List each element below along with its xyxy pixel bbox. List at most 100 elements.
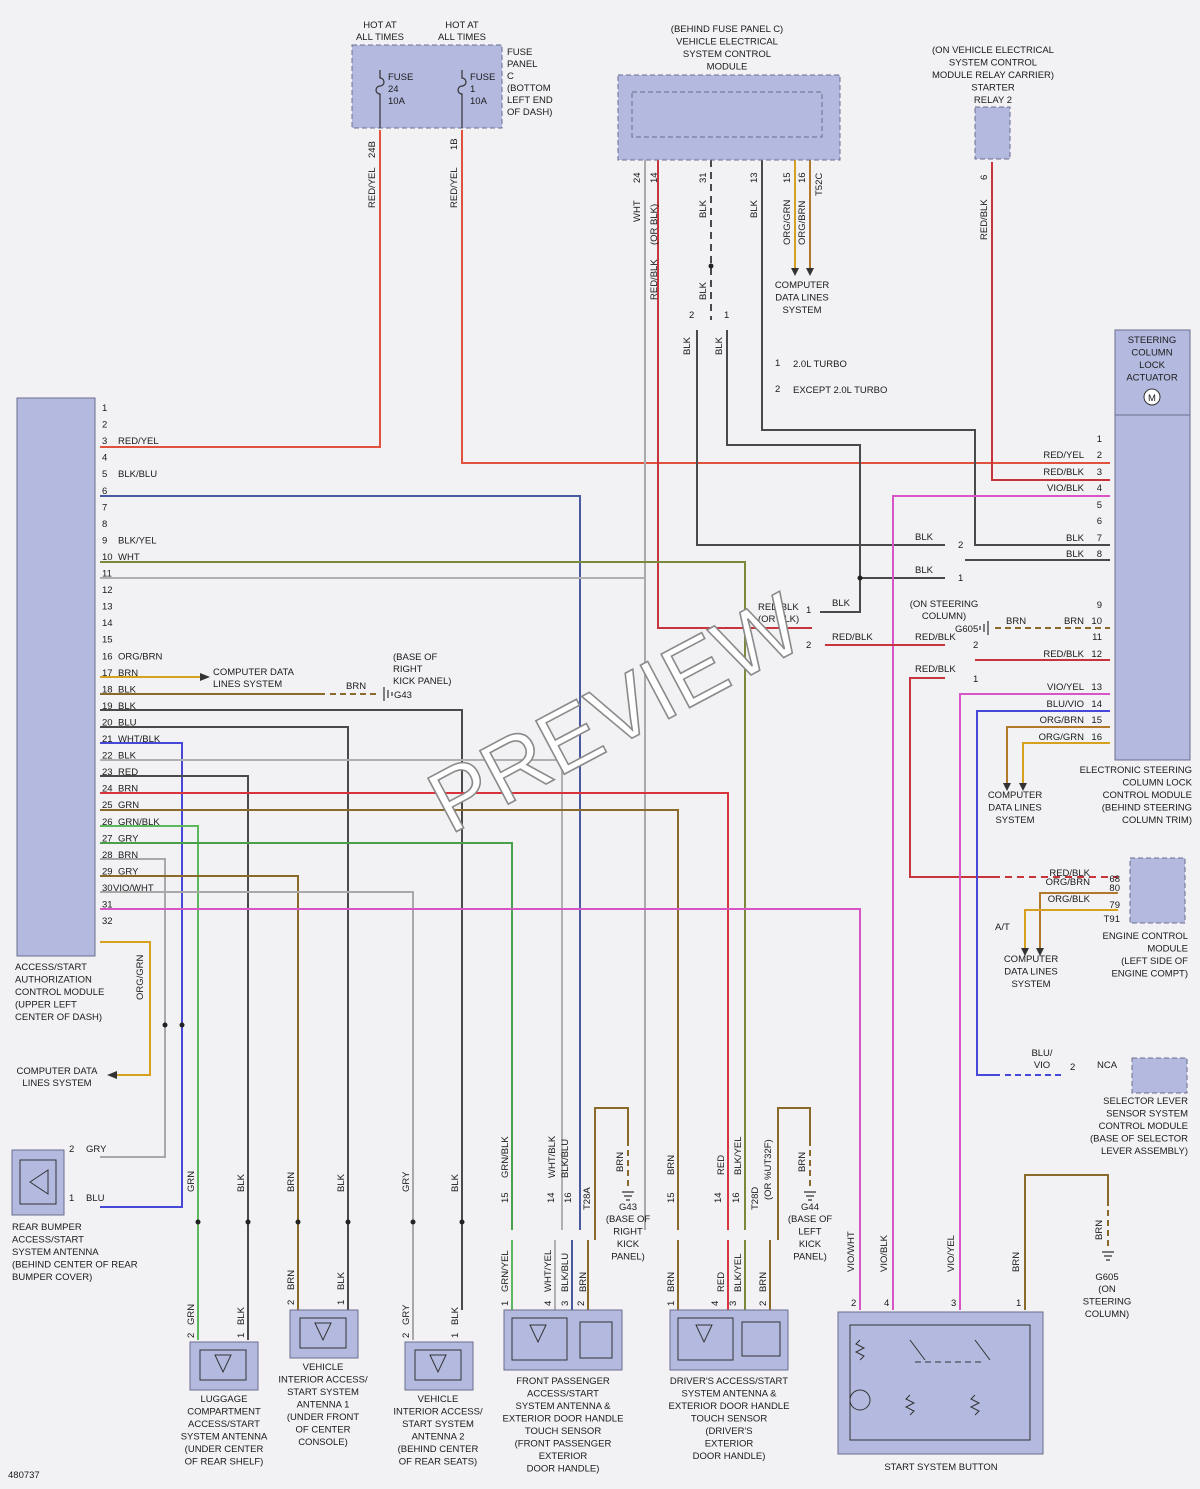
antenna2-label: START SYSTEM	[402, 1419, 474, 1430]
pin-label: 29	[102, 866, 113, 877]
wire-label: RED	[716, 1272, 727, 1292]
wire-label: ORG/GRN	[135, 954, 146, 1000]
wire-label: VIO/YEL	[946, 1235, 957, 1272]
wire-red-yel-24b	[100, 130, 381, 448]
wire-label: BLU	[86, 1193, 105, 1204]
pin-label: 1	[1016, 1298, 1021, 1309]
wire-label: BLK	[832, 598, 851, 609]
driver-label: (DRIVER'S	[705, 1426, 752, 1437]
wire-label: BLK	[698, 199, 709, 218]
wire-label: ORG/BRN	[118, 651, 162, 662]
wire-label: RED/YEL	[449, 167, 460, 208]
legend-label: EXCEPT 2.0L TURBO	[793, 385, 887, 396]
wire-label: BLK	[915, 565, 934, 576]
pin-label: 16	[563, 1192, 574, 1203]
wire-grn-25	[100, 825, 199, 1340]
wire-org-grn-32	[100, 941, 151, 1076]
interior-antenna-1	[289, 1309, 359, 1359]
g43-note: RIGHT	[393, 664, 423, 675]
selector-label: SENSOR SYSTEM	[1106, 1109, 1188, 1120]
pin-label: 15	[102, 635, 113, 646]
wire-label: WHT	[118, 552, 140, 563]
rear-bumper-label: (BEHIND CENTER OF REAR	[12, 1260, 138, 1271]
pin-label: 15	[782, 172, 793, 183]
starter-relay-2	[974, 106, 1011, 160]
wire-label: GRN	[186, 1304, 197, 1325]
ground-note: RIGHT	[613, 1227, 643, 1238]
fuse-panel-location: FUSE	[507, 47, 532, 58]
wire-label: RED/YEL	[1043, 450, 1084, 461]
pin-label: 16	[731, 1192, 742, 1203]
pin-label: 27	[102, 833, 113, 844]
wire-label: ORG/BRN	[1040, 715, 1084, 726]
antenna1-label: ANTENNA 1	[297, 1400, 350, 1411]
pin-label: 31	[698, 172, 709, 183]
starter-relay-title: (ON VEHICLE ELECTRICAL	[932, 45, 1054, 56]
wire-label: RED/BLK	[915, 664, 956, 675]
ground-label: G43	[619, 1202, 637, 1213]
data-lines-label: DATA LINES	[988, 803, 1042, 814]
pin-label: 4	[102, 453, 107, 464]
wire-label: BRN	[286, 1270, 297, 1290]
wire-label: BLK/BLU	[118, 469, 157, 480]
pin-label: 2	[758, 1301, 769, 1306]
pin-label: 2	[401, 1333, 412, 1338]
selector-label: (BASE OF SELECTOR	[1090, 1134, 1188, 1145]
wire-label: BRN	[286, 1172, 297, 1192]
wire-label: BRN	[666, 1155, 677, 1175]
pin-label: 19	[102, 701, 113, 712]
pin-label: 4	[710, 1301, 721, 1306]
fuse-panel-c	[351, 44, 503, 129]
ground-note: LEFT	[798, 1227, 821, 1238]
legend-marker: 1	[775, 358, 780, 369]
pin-label: 1	[236, 1333, 247, 1338]
wire-label: RED/BLK	[915, 632, 956, 643]
wire-label: BLK	[336, 1173, 347, 1192]
pin-label: 20	[102, 717, 113, 728]
data-lines-label: COMPUTER	[1004, 954, 1059, 965]
marker-label: 2	[973, 640, 978, 651]
pin-label: 1	[69, 1193, 74, 1204]
wire-label: BLK	[714, 336, 725, 355]
antenna1-label: START SYSTEM	[287, 1387, 359, 1398]
wire-label: BLK	[236, 1306, 247, 1325]
wire-label: BLK	[1066, 549, 1085, 560]
access-module-label: CENTER OF DASH)	[15, 1012, 102, 1023]
fuse-label: FUSE	[470, 72, 495, 83]
steering-module-label: COLUMN TRIM)	[1122, 815, 1192, 826]
data-lines-label: SYSTEM	[782, 305, 821, 316]
wire-blk-blu-5	[100, 495, 581, 1230]
legend-label: 2.0L TURBO	[793, 359, 847, 370]
wire-label: RED	[716, 1155, 727, 1175]
wire-label: BLK	[915, 532, 934, 543]
wire-label: GRN/YEL	[500, 1250, 511, 1292]
pin-label: 18	[102, 684, 113, 695]
connector-note: (OR %UT32F)	[763, 1139, 774, 1200]
fuse-label: 10A	[388, 96, 406, 107]
access-module-label: CONTROL MODULE	[15, 987, 104, 998]
wire-label: BLK	[336, 1271, 347, 1290]
marker-label: 2	[689, 310, 694, 321]
wire-red-blk-ecm	[909, 677, 1000, 878]
wire-label: VIO/BLK	[879, 1234, 890, 1272]
pin-label: 16	[797, 172, 808, 183]
vehicle-electrical-system-control-module	[617, 74, 841, 161]
ground-label: G44	[801, 1202, 819, 1213]
pin-label: 80	[1109, 883, 1120, 894]
pin-label: 14	[649, 172, 660, 183]
wire-label: VIO/WHT	[846, 1231, 857, 1272]
pin-label: 4	[884, 1298, 889, 1309]
wire-label: BRN	[758, 1272, 769, 1292]
connector-label: T91	[1104, 914, 1120, 925]
starter-relay-title: SYSTEM CONTROL	[949, 58, 1037, 69]
starter-relay-title: MODULE RELAY CARRIER)	[932, 70, 1054, 81]
pin-label: 28	[102, 850, 113, 861]
pin-label: 2	[69, 1144, 74, 1155]
pin-label: 2	[851, 1298, 856, 1309]
steering-column-lock-module: M	[1114, 329, 1191, 761]
ecm-label: ENGINE COMPT)	[1111, 969, 1188, 980]
luggage-label: COMPARTMENT	[187, 1407, 261, 1418]
pin-label: 2	[576, 1301, 587, 1306]
